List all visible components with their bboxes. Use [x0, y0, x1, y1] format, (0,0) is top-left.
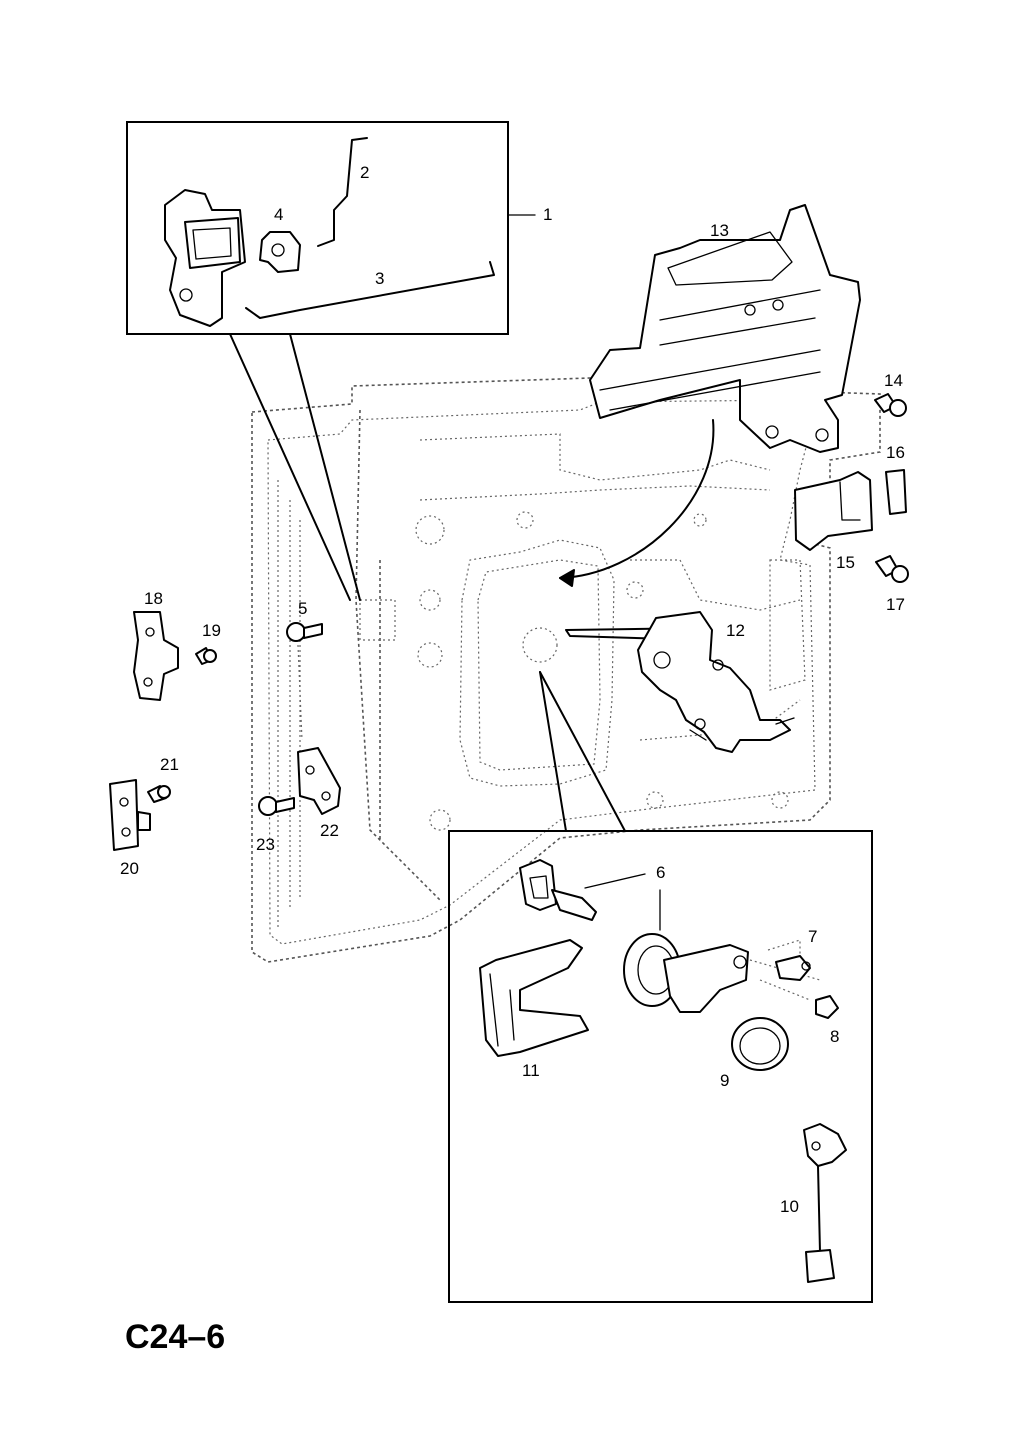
callout-10: 10	[780, 1197, 799, 1216]
callout-20: 20	[120, 859, 139, 878]
part-22-bracket	[297, 747, 341, 815]
part-9-seal-ring	[731, 1017, 789, 1071]
callout-16: 16	[886, 443, 905, 462]
part-6-key	[519, 859, 646, 921]
inset-box-hinge-assembly	[126, 121, 509, 335]
callout-18: 18	[144, 589, 163, 608]
callout-19: 19	[202, 621, 221, 640]
leader-lines-inset-1	[229, 214, 536, 601]
part-11-handle-housing	[479, 939, 589, 1057]
callout-8: 8	[830, 1027, 839, 1046]
part-23-bolt	[258, 796, 295, 816]
callout-5: 5	[298, 599, 307, 618]
part-5-bolt	[286, 622, 323, 741]
callout-21: 21	[160, 755, 179, 774]
callout-1: 1	[543, 205, 552, 224]
part-10-lock-rod	[803, 1123, 847, 1283]
part-19-bolt	[195, 647, 217, 665]
installation-arrow-head	[559, 569, 575, 587]
callout-3: 3	[375, 269, 384, 288]
part-8-washer	[815, 995, 839, 1019]
part-12-lock-mechanism	[565, 611, 795, 753]
part-20-plate	[109, 779, 151, 851]
part-18-hinge-plate	[133, 611, 179, 701]
door-panel-outline	[251, 371, 881, 963]
callout-11: 11	[522, 1061, 540, 1080]
part-2-rod	[317, 137, 368, 247]
part-7-clip	[775, 955, 811, 981]
part-17-bolt	[875, 555, 909, 583]
callout-6: 6	[656, 863, 665, 882]
part-21-bolt	[147, 785, 171, 803]
callout-22: 22	[320, 821, 339, 840]
callout-23: 23	[256, 835, 275, 854]
part-14-bolt	[874, 393, 907, 417]
callout-7: 7	[808, 927, 817, 946]
part-13-lock-mounting-bracket	[589, 204, 861, 453]
callout-13: 13	[710, 221, 729, 240]
part-15-bracket	[794, 471, 873, 551]
callout-15: 15	[836, 553, 855, 572]
callout-2: 2	[360, 163, 369, 182]
part-1-lock-bracket	[164, 189, 246, 327]
part-16-spacer	[885, 469, 907, 515]
inset-box-lock-cylinder	[448, 830, 873, 1303]
leader-lines-inset-2	[539, 671, 626, 832]
installation-arrow	[559, 419, 715, 579]
callout-4: 4	[274, 205, 283, 224]
part-4-clip	[259, 231, 301, 273]
callout-12: 12	[726, 621, 745, 640]
part-6-lock-cylinder	[623, 889, 821, 1013]
callout-14: 14	[884, 371, 903, 390]
part-3-rod	[245, 261, 495, 319]
page-code: C24–6	[125, 1318, 226, 1356]
callout-17: 17	[886, 595, 905, 614]
callout-9: 9	[720, 1071, 729, 1090]
